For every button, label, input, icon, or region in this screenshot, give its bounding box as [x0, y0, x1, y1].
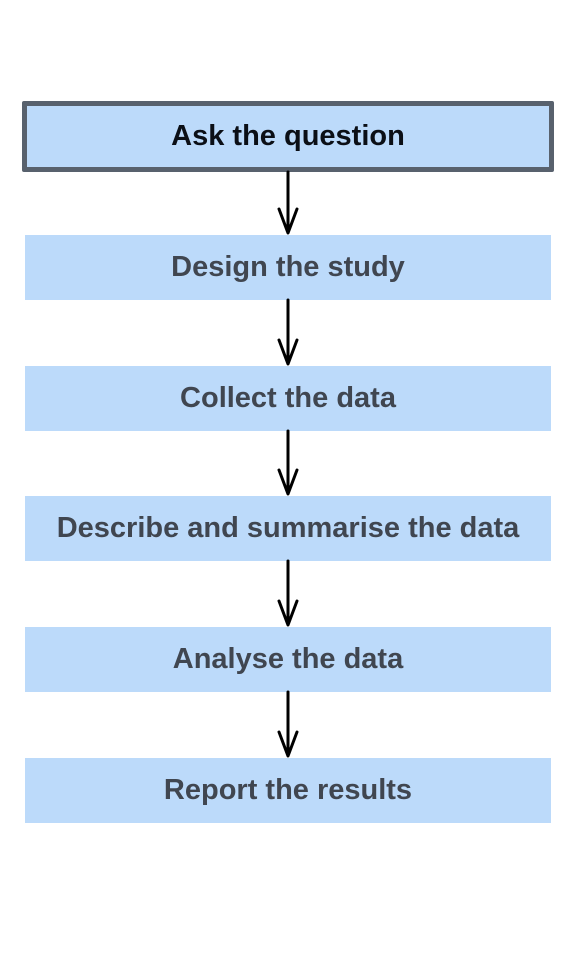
step-label: Design the study: [171, 251, 405, 283]
arrow-down-icon: [277, 170, 299, 235]
step-ask-the-question[interactable]: Ask the question: [22, 101, 554, 172]
step-collect-the-data[interactable]: Collect the data: [25, 366, 551, 431]
step-analyse-the-data[interactable]: Analyse the data: [25, 627, 551, 692]
arrow-down-icon: [277, 690, 299, 758]
step-report-the-results[interactable]: Report the results: [25, 758, 551, 823]
arrow-down-icon: [277, 559, 299, 627]
step-label: Report the results: [163, 774, 413, 806]
step-label: Collect the data: [180, 382, 396, 414]
arrow-down-icon: [277, 298, 299, 366]
step-label: Ask the question: [171, 120, 405, 152]
step-describe-and-summarise[interactable]: Describe and summarise the data: [25, 496, 551, 561]
step-label: Analyse the data: [172, 643, 404, 675]
step-label: Describe and summarise the data: [56, 512, 520, 544]
step-design-the-study[interactable]: Design the study: [25, 235, 551, 300]
arrow-down-icon: [277, 429, 299, 496]
